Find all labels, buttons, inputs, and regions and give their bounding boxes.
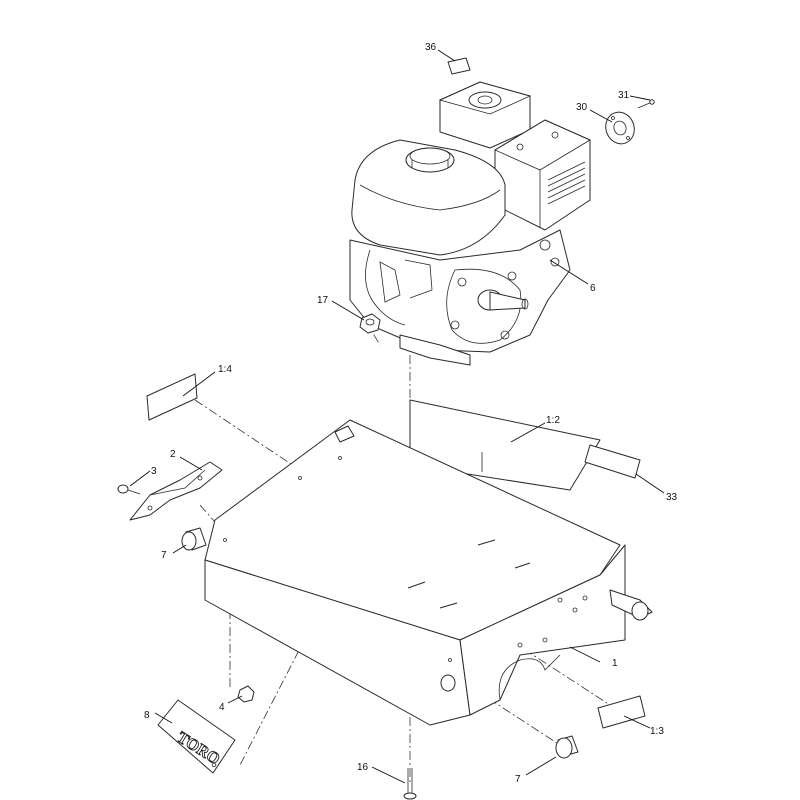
callout-7-lower: 7 (515, 774, 521, 785)
bolt-16 (403, 768, 417, 800)
callout-30: 30 (576, 102, 588, 113)
decal-1-4 (146, 373, 198, 421)
decal-1-3 (597, 695, 646, 729)
decal-33 (584, 444, 641, 479)
cover-plate-30 (605, 111, 635, 145)
callout-31: 31 (618, 90, 630, 101)
callout-labels: 36 31 30 6 17 1:4 1:2 33 2 3 7 1 4 8 1:3… (144, 42, 678, 785)
bracket-2 (129, 461, 223, 521)
bushing-7b (555, 735, 579, 759)
callout-1-4: 1:4 (218, 364, 232, 375)
callout-4: 4 (219, 702, 225, 713)
callout-17: 17 (317, 295, 329, 306)
callout-3: 3 (151, 466, 157, 477)
engine-6 (349, 81, 591, 366)
screw-31 (637, 99, 655, 109)
decal-36 (447, 57, 471, 75)
housing-1 (204, 419, 653, 726)
callout-1: 1 (612, 658, 618, 669)
screw-3 (117, 484, 141, 495)
leader-lines (129, 49, 665, 784)
callout-6: 6 (590, 283, 596, 294)
callout-1-2: 1:2 (546, 415, 560, 426)
nut-4 (237, 685, 255, 703)
callout-7-upper: 7 (161, 550, 167, 561)
nut-17 (359, 313, 381, 334)
callout-2: 2 (170, 449, 176, 460)
decal-1-2 (409, 399, 601, 491)
callout-1-3: 1:3 (650, 726, 664, 737)
callout-36: 36 (425, 42, 437, 53)
callout-16: 16 (357, 762, 369, 773)
bushing-7a (181, 527, 207, 551)
callout-8: 8 (144, 710, 150, 721)
callout-33: 33 (666, 492, 678, 503)
